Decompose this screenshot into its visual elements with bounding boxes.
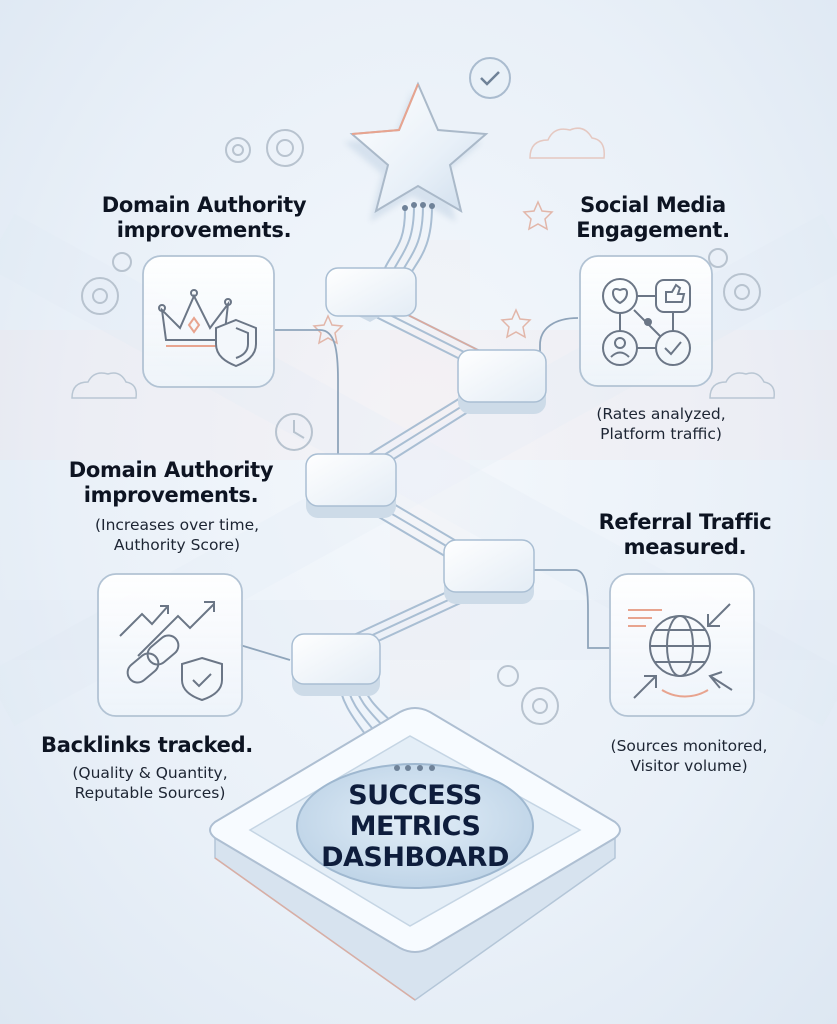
path-node bbox=[291, 633, 381, 696]
domain-authority-top-title-line2: improvements. bbox=[116, 218, 292, 242]
social-media-title-line2: Engagement. bbox=[576, 218, 730, 242]
dashboard-hub-title: SUCCESS METRICS DASHBOARD bbox=[300, 780, 530, 873]
gear-icon bbox=[225, 129, 304, 167]
cloud-icon bbox=[71, 372, 138, 399]
social-network-icon bbox=[602, 278, 691, 366]
domain-authority-top-title-line1: Domain Authority bbox=[101, 193, 307, 217]
referral-traffic-title-line1: Referral Traffic bbox=[598, 510, 772, 534]
domain-authority-mid-sub-line1: (Increases over time, bbox=[94, 516, 260, 534]
path-node bbox=[325, 267, 417, 322]
referral-traffic-sub-line2: Visitor volume) bbox=[630, 757, 748, 775]
domain-authority-mid-title-line1: Domain Authority bbox=[68, 458, 274, 482]
globe-arrows-icon bbox=[628, 603, 733, 699]
path-node bbox=[457, 349, 547, 414]
domain-authority-mid-title-line2: improvements. bbox=[83, 483, 259, 507]
dashboard-hub-platform bbox=[209, 707, 621, 1001]
check-badge-icon bbox=[469, 57, 511, 99]
domain-authority-mid-sub-line2: Authority Score) bbox=[113, 536, 241, 554]
cloud-icon bbox=[529, 127, 605, 159]
social-media-sub-line2: Platform traffic) bbox=[600, 425, 722, 443]
domain-authority-top-title: Domain Authority improvements. bbox=[96, 193, 312, 243]
social-media-card bbox=[579, 255, 713, 387]
social-media-title: Social Media Engagement. bbox=[560, 193, 746, 243]
backlinks-title-line1: Backlinks tracked. bbox=[41, 733, 253, 757]
social-media-subtitle: (Rates analyzed, Platform traffic) bbox=[576, 404, 746, 444]
path-node bbox=[305, 453, 397, 518]
clock-icon bbox=[275, 413, 313, 451]
hub-title-line3: DASHBOARD bbox=[321, 842, 509, 873]
referral-traffic-card bbox=[609, 573, 755, 717]
star-outline-icon bbox=[500, 308, 532, 339]
hub-title-line1: SUCCESS bbox=[348, 780, 482, 811]
referral-traffic-subtitle: (Sources monitored, Visitor volume) bbox=[594, 736, 784, 776]
cloud-icon bbox=[709, 372, 776, 399]
gear-icon bbox=[708, 248, 761, 311]
gear-icon bbox=[81, 252, 132, 315]
branch-connectors bbox=[239, 317, 610, 661]
referral-traffic-sub-line1: (Sources monitored, bbox=[610, 737, 768, 755]
backlinks-sub-line1: (Quality & Quantity, bbox=[72, 764, 228, 782]
crown-shield-icon bbox=[158, 289, 257, 368]
star-outline-icon bbox=[312, 314, 344, 345]
chain-link-growth-icon bbox=[119, 601, 223, 702]
social-media-sub-line1: (Rates analyzed, bbox=[596, 405, 726, 423]
path-node bbox=[443, 539, 535, 604]
star-icon bbox=[344, 81, 489, 222]
gear-icon bbox=[497, 665, 559, 725]
backlinks-subtitle: (Quality & Quantity, Reputable Sources) bbox=[58, 763, 242, 803]
domain-authority-card bbox=[142, 255, 275, 388]
backlinks-card bbox=[97, 573, 243, 717]
hub-title-line2: METRICS bbox=[349, 811, 481, 842]
social-media-title-line1: Social Media bbox=[580, 193, 726, 217]
referral-traffic-title: Referral Traffic measured. bbox=[592, 510, 778, 560]
domain-authority-mid-subtitle: (Increases over time, Authority Score) bbox=[80, 515, 274, 555]
star-outline-icon bbox=[522, 200, 554, 231]
backlinks-title: Backlinks tracked. bbox=[40, 733, 254, 758]
referral-traffic-title-line2: measured. bbox=[623, 535, 747, 559]
domain-authority-mid-title: Domain Authority improvements. bbox=[60, 458, 282, 508]
backlinks-sub-line2: Reputable Sources) bbox=[74, 784, 226, 802]
